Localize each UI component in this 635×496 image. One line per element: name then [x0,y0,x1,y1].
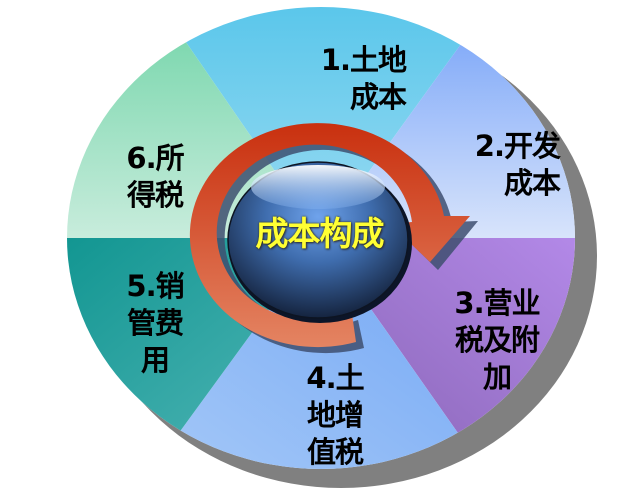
segment-4-land-vat[interactable] [130,238,505,496]
segment-3-label: 3.营业 税及附 加 [454,286,540,394]
segment-4-label: 4.土 地增 值税 [306,361,364,469]
segment-6-label: 6.所 得税 [126,141,184,212]
segment-2-label: 2.开发 成本 [474,129,561,200]
center-label: 成本构成 [255,214,385,253]
segment-5-label: 5.销 管费 用 [126,269,184,377]
sphere-gloss [251,165,385,209]
cycle-arrow [189,123,470,348]
segment-1-land-cost[interactable] [150,0,500,238]
segment-1-label: 1.土地 成本 [320,43,407,114]
